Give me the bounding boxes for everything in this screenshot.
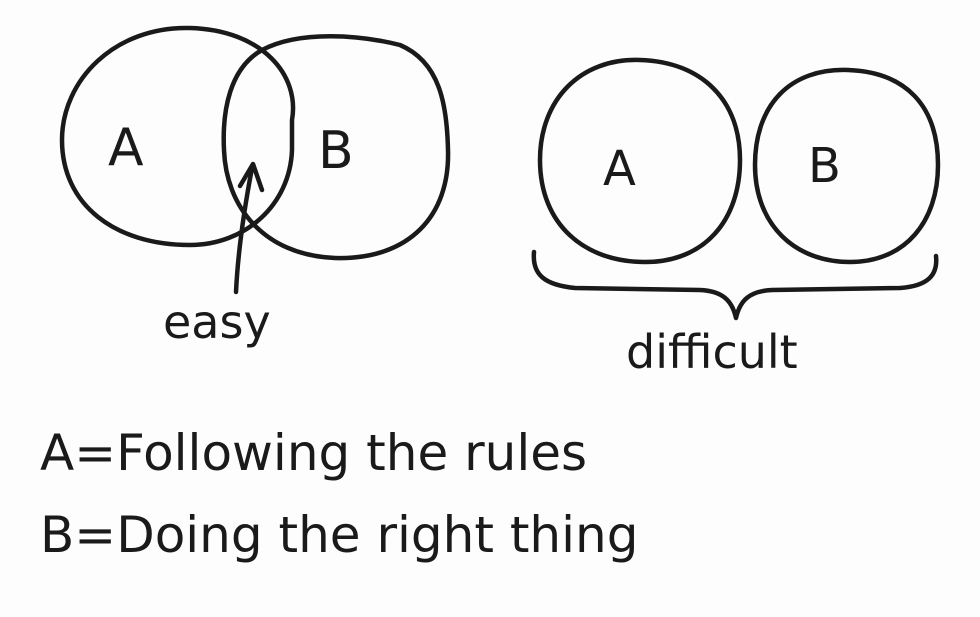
circle-a-overlap (59, 25, 296, 248)
circle-a-separate (537, 57, 743, 265)
overlap-set-a-label: A (108, 118, 144, 178)
separate-sets: A B difficult (531, 57, 941, 379)
intersection-caption: easy (163, 295, 271, 349)
overlap-set-b-label: B (318, 121, 354, 181)
legend-line-b: B=Doing the right thing (40, 506, 638, 564)
intersection-arrow (233, 165, 255, 295)
group-caption: difficult (626, 325, 798, 379)
legend: A=Following the rules B=Doing the right … (40, 424, 638, 564)
arrow-head-icon (237, 161, 265, 193)
overlapping-sets: A B easy (59, 25, 451, 349)
circle-b-separate (752, 67, 941, 265)
grouping-brace (531, 249, 939, 321)
separate-set-a-label: A (603, 141, 636, 197)
circle-b-overlap (221, 34, 451, 261)
separate-set-b-label: B (808, 138, 841, 194)
legend-line-a: A=Following the rules (40, 424, 587, 482)
